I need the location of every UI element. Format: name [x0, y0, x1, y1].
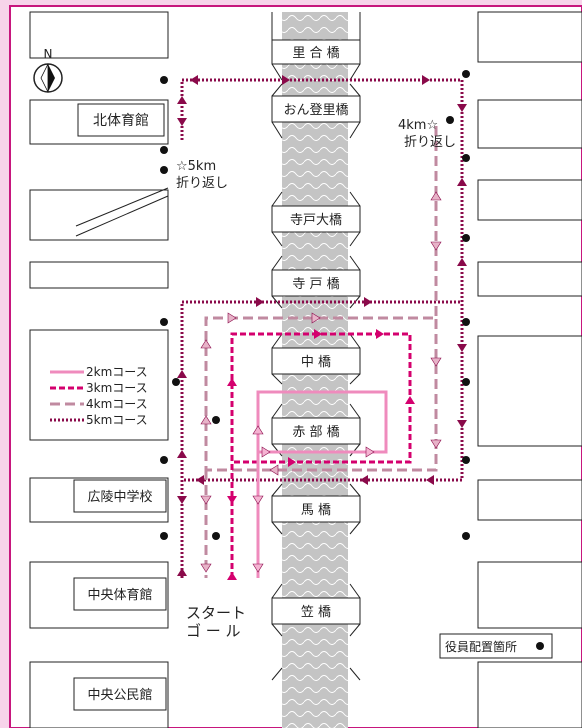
- bridge-label-terado: 寺 戸 橋: [292, 277, 339, 292]
- building-koryo: 広陵中学校: [73, 479, 167, 513]
- north-compass-icon: [33, 63, 63, 93]
- svg-text:役員配置箇所: 役員配置箇所: [445, 639, 517, 654]
- svg-text:折り返し: 折り返し: [176, 176, 228, 191]
- legend-label-4km: 4kmコース: [86, 397, 148, 411]
- svg-text:中央体育館: 中央体育館: [87, 587, 152, 603]
- turnaround-5km: ☆5km 折り返し: [176, 159, 228, 191]
- course-arrows: [177, 75, 467, 576]
- bridge-label-naka: 中 橋: [301, 355, 331, 370]
- bridge-label-ontori: おん登里橋: [283, 103, 348, 118]
- svg-text:中央公民館: 中央公民館: [87, 688, 152, 703]
- turnaround-4km: 4km☆ 折り返し: [398, 118, 456, 150]
- legend-label-2km: 2kmコース: [86, 365, 148, 379]
- staff-legend: 役員配置箇所: [439, 633, 553, 659]
- bridge-labels: 里 合 橋 おん登里橋 寺戸大橋 寺 戸 橋 中 橋 赤 部 橋 馬 橋 笠 橋: [283, 42, 349, 621]
- bridge-label-terado-dai: 寺戸大橋: [290, 213, 342, 228]
- legend-label-5km: 5kmコース: [86, 413, 148, 427]
- svg-text:折り返し: 折り返し: [404, 135, 456, 150]
- building-kita: 北体育館: [77, 103, 165, 137]
- road-blocks-left: [29, 11, 169, 728]
- svg-text:北体育館: 北体育館: [93, 112, 149, 129]
- north-label: N: [44, 47, 53, 61]
- svg-text:ゴ ー ル: ゴ ー ル: [186, 622, 241, 640]
- building-chuo-kominkan: 中央公民館: [73, 677, 167, 711]
- svg-text:スタート: スタート: [186, 604, 246, 622]
- course-arrows-4km: [200, 191, 442, 573]
- bridge-label-akabe: 赤 部 橋: [292, 425, 339, 440]
- svg-text:広陵中学校: 広陵中学校: [87, 489, 152, 505]
- diagonal-road: [75, 187, 169, 237]
- bridge-label-uma: 馬 橋: [301, 503, 331, 518]
- course-2km: [256, 390, 388, 578]
- bridge-label-satoai: 里 合 橋: [292, 46, 339, 61]
- course-3km: [230, 332, 412, 578]
- legend-label-3km: 3kmコース: [86, 381, 148, 395]
- svg-text:☆5km: ☆5km: [176, 159, 216, 174]
- staff-markers: [160, 70, 470, 540]
- building-chuo-gym: 中央体育館: [73, 577, 167, 611]
- bridge-label-kasa: 笠 橋: [301, 605, 331, 620]
- start-goal-label: スタート ゴ ー ル: [186, 604, 246, 640]
- bridge-end-lines: [271, 12, 361, 681]
- course-arrows-3km: [227, 329, 415, 580]
- course-arrows-2km: [252, 425, 375, 573]
- road-blocks-right: [477, 11, 582, 728]
- staff-legend-dot-icon: [536, 642, 544, 650]
- course-legend: 2kmコース 3kmコース 4kmコース 5kmコース: [50, 365, 148, 427]
- svg-text:4km☆: 4km☆: [398, 118, 438, 133]
